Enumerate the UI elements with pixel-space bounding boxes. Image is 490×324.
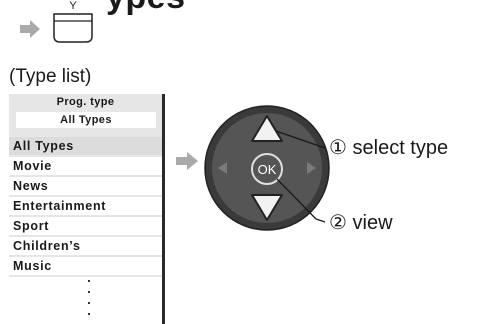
callout-select-type: ① select type <box>329 135 448 160</box>
section-heading: ypes <box>106 0 186 17</box>
ok-label: OK <box>258 162 277 177</box>
down-arrow-icon <box>251 194 283 221</box>
prog-type-title: Prog. type <box>56 96 115 108</box>
callout-text: view <box>352 212 393 234</box>
y-key-label: Y <box>69 0 77 12</box>
callout-number: ② <box>329 212 347 234</box>
right-arrow-icon <box>176 152 198 170</box>
type-list-caption: (Type list) <box>9 66 92 87</box>
right-arrow-icon <box>20 20 40 38</box>
y-key-button[interactable] <box>52 12 94 44</box>
list-item-all-types[interactable]: All Types <box>9 137 162 155</box>
left-arrow-icon <box>218 162 227 174</box>
more-items-ellipsis <box>88 280 92 324</box>
callout-number: ① <box>329 137 347 159</box>
type-list: All Types Movie News Entertainment Sport… <box>9 137 162 277</box>
list-item-movie[interactable]: Movie <box>9 157 162 175</box>
list-item-news[interactable]: News <box>9 177 162 195</box>
list-item-sport[interactable]: Sport <box>9 217 162 235</box>
current-type-value: All Types <box>16 112 156 128</box>
list-more-area <box>9 277 162 324</box>
list-item-entertainment[interactable]: Entertainment <box>9 197 162 215</box>
ok-button <box>251 153 283 185</box>
remote-dpad[interactable]: OK <box>203 104 331 232</box>
right-arrow-icon <box>307 162 316 174</box>
list-item-childrens[interactable]: Children’s <box>9 237 162 255</box>
callout-text: select type <box>352 137 449 159</box>
list-item-music[interactable]: Music <box>9 257 162 275</box>
callout-view: ② view <box>329 210 393 235</box>
up-arrow-icon <box>251 115 283 142</box>
